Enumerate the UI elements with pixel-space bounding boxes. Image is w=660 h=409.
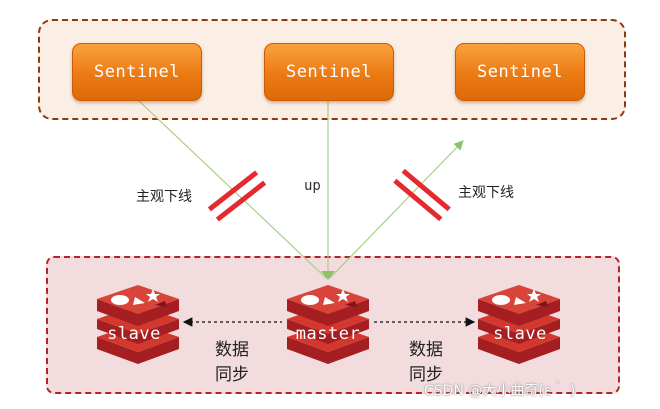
redis-slave-icon-right (478, 285, 560, 364)
sync-caption-left-line2: 同步 (215, 365, 249, 385)
sentinel-node-3: Sentinel (455, 43, 585, 101)
watermark: CSDN @大小曲奇(ε｀ ) (424, 383, 576, 399)
offline-marker-left (207, 170, 267, 222)
right-edge-label: 主观下线 (458, 185, 514, 201)
offline-marker-right (393, 168, 451, 222)
master-arrival-marker (321, 271, 335, 280)
left-edge-label: 主观下线 (136, 189, 192, 205)
sentinel-node-2: Sentinel (264, 43, 394, 101)
redis-slave-icon-left (97, 285, 179, 364)
sync-caption-right: 数据 同步 (406, 338, 446, 388)
sync-caption-left: 数据 同步 (212, 338, 252, 388)
sentinel-label-2: Sentinel (286, 62, 372, 82)
link-right-sentinel-master (329, 140, 464, 279)
slave-label-left: slave (107, 324, 161, 344)
sentinel-label-1: Sentinel (94, 62, 180, 82)
slave-label-right: slave (493, 324, 547, 344)
middle-edge-label: up (304, 178, 321, 194)
sync-caption-right-line2: 同步 (409, 365, 443, 385)
sentinel-node-1: Sentinel (72, 43, 202, 101)
sync-caption-left-line1: 数据 (215, 340, 249, 360)
sentinel-label-3: Sentinel (477, 62, 563, 82)
sync-caption-right-line1: 数据 (409, 340, 443, 360)
master-label: master (295, 324, 361, 344)
redis-master-icon (287, 285, 369, 364)
